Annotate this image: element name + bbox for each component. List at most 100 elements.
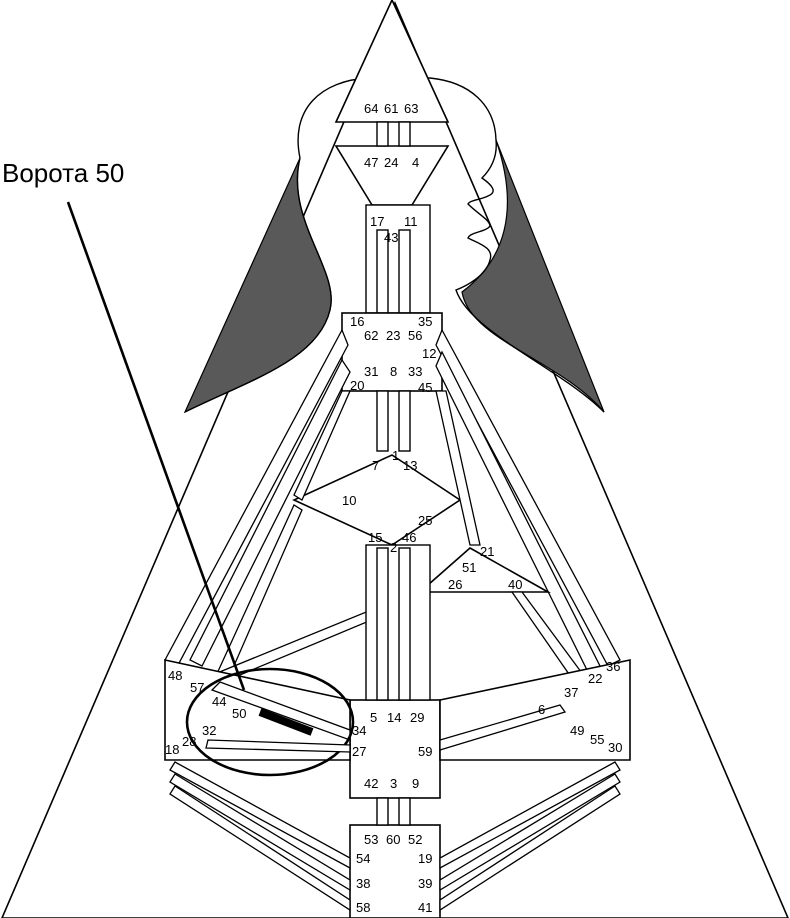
gate-22: 22 bbox=[588, 671, 602, 686]
gate-55: 55 bbox=[590, 732, 604, 747]
head-center bbox=[334, 0, 450, 123]
gate-13: 13 bbox=[403, 458, 417, 473]
gate-33: 33 bbox=[408, 364, 422, 379]
gate-43: 43 bbox=[384, 230, 398, 245]
gate-1: 1 bbox=[392, 448, 399, 463]
gate-50-highlight bbox=[258, 708, 314, 736]
root-center bbox=[349, 824, 441, 918]
gate-18: 18 bbox=[165, 742, 179, 757]
channel-54-32 bbox=[169, 785, 351, 912]
gate-61: 61 bbox=[384, 101, 398, 116]
channel-8-1 bbox=[398, 390, 411, 452]
channel-59-6 bbox=[439, 704, 567, 751]
gate-37: 37 bbox=[564, 685, 578, 700]
gate-4: 4 bbox=[412, 155, 419, 170]
gate-10: 10 bbox=[342, 493, 356, 508]
head-profile-left bbox=[184, 157, 332, 413]
channel-20-57 bbox=[189, 358, 351, 667]
channel-42-53 bbox=[376, 797, 389, 826]
channel-38-28 bbox=[169, 773, 351, 892]
gate-53: 53 bbox=[364, 832, 378, 847]
gate-21: 21 bbox=[480, 544, 494, 559]
gate-36: 36 bbox=[606, 659, 620, 674]
gate-47: 47 bbox=[364, 155, 378, 170]
gate-60: 60 bbox=[386, 832, 400, 847]
torso-tube bbox=[365, 544, 431, 701]
gate-3: 3 bbox=[390, 776, 397, 791]
channel-19-49 bbox=[439, 761, 621, 870]
gate-15: 15 bbox=[368, 530, 382, 545]
gate-14: 14 bbox=[387, 710, 401, 725]
channel-64-47 bbox=[376, 121, 389, 147]
gate-25: 25 bbox=[418, 513, 432, 528]
channel-41-30 bbox=[439, 785, 621, 912]
gate-16: 16 bbox=[350, 314, 364, 329]
gate-28: 28 bbox=[182, 734, 196, 749]
head-profile bbox=[297, 77, 605, 413]
gate-20: 20 bbox=[350, 378, 364, 393]
gate-9: 9 bbox=[412, 776, 419, 791]
gate-45: 45 bbox=[418, 380, 432, 395]
gate-12: 12 bbox=[422, 346, 436, 361]
gate-26: 26 bbox=[448, 577, 462, 592]
gate-32: 32 bbox=[202, 723, 216, 738]
gate-31: 31 bbox=[364, 364, 378, 379]
gate-numbers: 64 61 63 47 24 4 17 43 11 16 62 23 56 35… bbox=[165, 101, 622, 915]
gate-19: 19 bbox=[418, 851, 432, 866]
channel-3-60 bbox=[398, 797, 411, 826]
gate-11: 11 bbox=[404, 214, 418, 229]
gate-49: 49 bbox=[570, 723, 584, 738]
gate-51: 51 bbox=[462, 560, 476, 575]
gate-2: 2 bbox=[390, 540, 397, 555]
gate-35: 35 bbox=[418, 314, 432, 329]
gate-34: 34 bbox=[352, 723, 366, 738]
channel-20-10 bbox=[293, 390, 351, 501]
gate-59: 59 bbox=[418, 744, 432, 759]
channel-31-7 bbox=[376, 390, 389, 452]
gate-41: 41 bbox=[418, 900, 432, 915]
gate-30: 30 bbox=[608, 740, 622, 755]
gate-29: 29 bbox=[410, 710, 424, 725]
gate-56: 56 bbox=[408, 328, 422, 343]
gate-50-ellipse bbox=[185, 667, 355, 777]
right-shade bbox=[461, 139, 605, 413]
gate-7: 7 bbox=[372, 458, 379, 473]
gate-54: 54 bbox=[356, 851, 370, 866]
gate-8: 8 bbox=[390, 364, 397, 379]
gate-50: 50 bbox=[232, 706, 246, 721]
gate-38: 38 bbox=[356, 876, 370, 891]
gate-57: 57 bbox=[190, 680, 204, 695]
gate-40: 40 bbox=[508, 577, 522, 592]
gate-27: 27 bbox=[352, 744, 366, 759]
channel-50-27 bbox=[210, 681, 351, 741]
gate-23: 23 bbox=[386, 328, 400, 343]
gate-44: 44 bbox=[212, 694, 226, 709]
gate-48: 48 bbox=[168, 668, 182, 683]
gate-62: 62 bbox=[364, 328, 378, 343]
channel-45-21 bbox=[435, 390, 481, 546]
gate-64: 64 bbox=[364, 101, 378, 116]
channel-11-56 bbox=[398, 229, 411, 314]
gate-6: 6 bbox=[538, 702, 545, 717]
gate-46: 46 bbox=[402, 530, 416, 545]
gate-5: 5 bbox=[370, 710, 377, 725]
channel-2-14 bbox=[398, 547, 411, 701]
gate-24: 24 bbox=[384, 155, 398, 170]
gate-52: 52 bbox=[408, 832, 422, 847]
ego-center bbox=[417, 547, 552, 593]
callout-line bbox=[66, 201, 246, 691]
gate-63: 63 bbox=[404, 101, 418, 116]
sacral-center bbox=[349, 699, 441, 799]
gate-39: 39 bbox=[418, 876, 432, 891]
gate-42: 42 bbox=[364, 776, 378, 791]
channel-58-18 bbox=[169, 761, 351, 870]
channel-39-55 bbox=[439, 773, 621, 892]
channel-61-24 bbox=[398, 121, 411, 147]
gate-58: 58 bbox=[356, 900, 370, 915]
channel-15-5 bbox=[376, 547, 389, 701]
gate-callout-label: Ворота 50 bbox=[2, 158, 125, 188]
gate-17: 17 bbox=[370, 214, 384, 229]
channel-32-54-link bbox=[205, 739, 351, 753]
